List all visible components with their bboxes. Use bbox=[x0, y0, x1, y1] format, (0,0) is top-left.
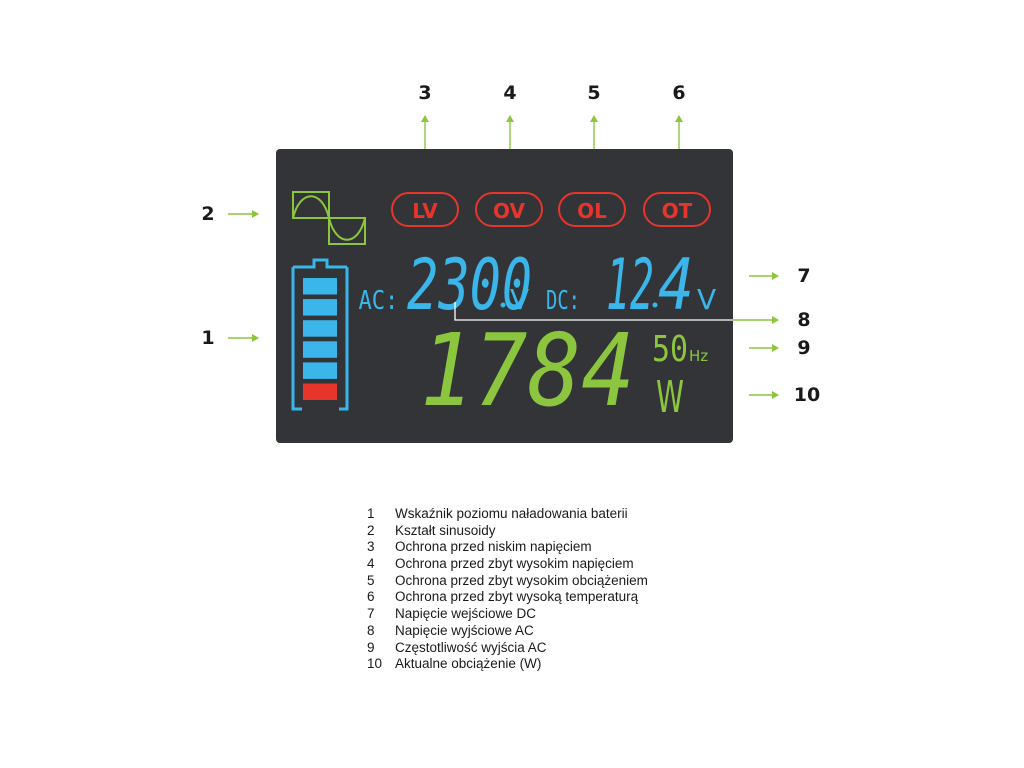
lcd-panel: LV OV OL OT AC: 230 0 V DC: 12 4 bbox=[276, 149, 733, 443]
lcd-graphics: LV OV OL OT AC: 230 0 V DC: 12 4 bbox=[291, 191, 716, 429]
warning-ot-label: OT bbox=[662, 199, 693, 223]
battery-cell bbox=[303, 341, 337, 358]
battery-cell-low bbox=[303, 383, 337, 400]
legend-number: 1 bbox=[367, 506, 375, 521]
ac-value: 230 bbox=[407, 244, 501, 326]
legend: 1 Wskaźnik poziomu naładowania baterii 2 Ks… bbox=[367, 506, 648, 673]
warning-ov: OV bbox=[475, 192, 543, 227]
legend-text: Aktualne obciążenie (W) bbox=[395, 656, 542, 672]
battery-cell bbox=[303, 320, 337, 337]
legend-item: 8 Napięcie wyjściowe AC bbox=[367, 623, 648, 640]
callout-1: 1 bbox=[201, 327, 215, 349]
battery-cell bbox=[303, 362, 337, 379]
legend-number: 10 bbox=[367, 656, 383, 672]
legend-text: Wskaźnik poziomu naładowania baterii bbox=[395, 506, 628, 521]
legend-item: 3 Ochrona przed niskim napięciem bbox=[367, 539, 648, 556]
legend-number: 8 bbox=[367, 622, 375, 638]
dc-unit: V bbox=[697, 283, 716, 316]
legend-item: 7 Napięcie wejściowe DC bbox=[367, 606, 648, 623]
warning-lv: LV bbox=[391, 192, 459, 227]
warning-ov-label: OV bbox=[493, 199, 525, 223]
warning-ot: OT bbox=[643, 192, 711, 227]
legend-number: 4 bbox=[367, 556, 375, 572]
callout-3: 3 bbox=[418, 82, 432, 104]
legend-number: 3 bbox=[367, 539, 375, 555]
sine-wave-icon bbox=[292, 191, 366, 245]
ac-label: AC: bbox=[358, 285, 398, 315]
battery-icon bbox=[291, 258, 349, 411]
legend-item: 4 Ochrona przed zbyt wysokim napięciem bbox=[367, 556, 648, 573]
dc-decimal-point bbox=[652, 302, 658, 308]
battery-cell bbox=[303, 278, 337, 295]
legend-text: Ochrona przed zbyt wysokim obciążeniem bbox=[395, 572, 648, 588]
power-unit: W bbox=[656, 372, 684, 423]
legend-number: 2 bbox=[367, 522, 375, 538]
battery-cell bbox=[303, 299, 337, 316]
callout-7: 7 bbox=[797, 265, 811, 287]
dc-value: 12 bbox=[606, 244, 654, 326]
frequency-unit: Hz bbox=[689, 347, 708, 365]
legend-number: 5 bbox=[367, 572, 375, 588]
legend-number: 6 bbox=[367, 589, 375, 605]
warning-ol: OL bbox=[558, 192, 626, 227]
legend-text: Ochrona przed zbyt wysoką temperaturą bbox=[395, 589, 639, 605]
legend-text: Napięcie wejściowe DC bbox=[395, 606, 537, 622]
warning-ol-label: OL bbox=[577, 199, 607, 223]
leader-8-white bbox=[454, 302, 778, 321]
warning-lv-label: LV bbox=[412, 199, 438, 223]
legend-number: 7 bbox=[367, 606, 375, 622]
frequency-value: 50 bbox=[652, 329, 688, 370]
callout-10: 10 bbox=[793, 384, 821, 406]
ac-decimal: 0 bbox=[502, 244, 532, 326]
legend-item: 2 Kształt sinusoidy bbox=[367, 523, 648, 540]
legend-text: Ochrona przed niskim napięciem bbox=[395, 539, 592, 555]
legend-item: 6 Ochrona przed zbyt wysoką temperaturą bbox=[367, 589, 648, 606]
callout-6: 6 bbox=[672, 82, 686, 104]
legend-text: Kształt sinusoidy bbox=[395, 522, 496, 538]
legend-text: Ochrona przed zbyt wysokim napięciem bbox=[395, 556, 634, 572]
legend-item: 1 Wskaźnik poziomu naładowania baterii bbox=[367, 506, 648, 523]
callout-8: 8 bbox=[797, 309, 811, 331]
dc-decimal: 4 bbox=[658, 244, 694, 326]
legend-number: 9 bbox=[367, 639, 375, 655]
dc-label: DC: bbox=[546, 286, 580, 316]
legend-item: 5 Ochrona przed zbyt wysokim obciążeniem bbox=[367, 573, 648, 590]
battery-cells bbox=[303, 278, 337, 400]
callout-5: 5 bbox=[587, 82, 601, 104]
callout-2: 2 bbox=[201, 203, 215, 225]
ac-decimal-point bbox=[500, 302, 506, 308]
legend-item: 9 Częstotliwość wyjścia AC bbox=[367, 640, 648, 657]
legend-item: 10 Aktualne obciążenie (W) bbox=[367, 656, 648, 673]
power-value: 1784 bbox=[420, 312, 635, 429]
legend-text: Częstotliwość wyjścia AC bbox=[395, 639, 547, 655]
legend-text: Napięcie wyjściowe AC bbox=[395, 622, 534, 638]
callout-9: 9 bbox=[797, 337, 811, 359]
ac-unit: V bbox=[510, 283, 529, 316]
callout-4: 4 bbox=[503, 82, 517, 104]
